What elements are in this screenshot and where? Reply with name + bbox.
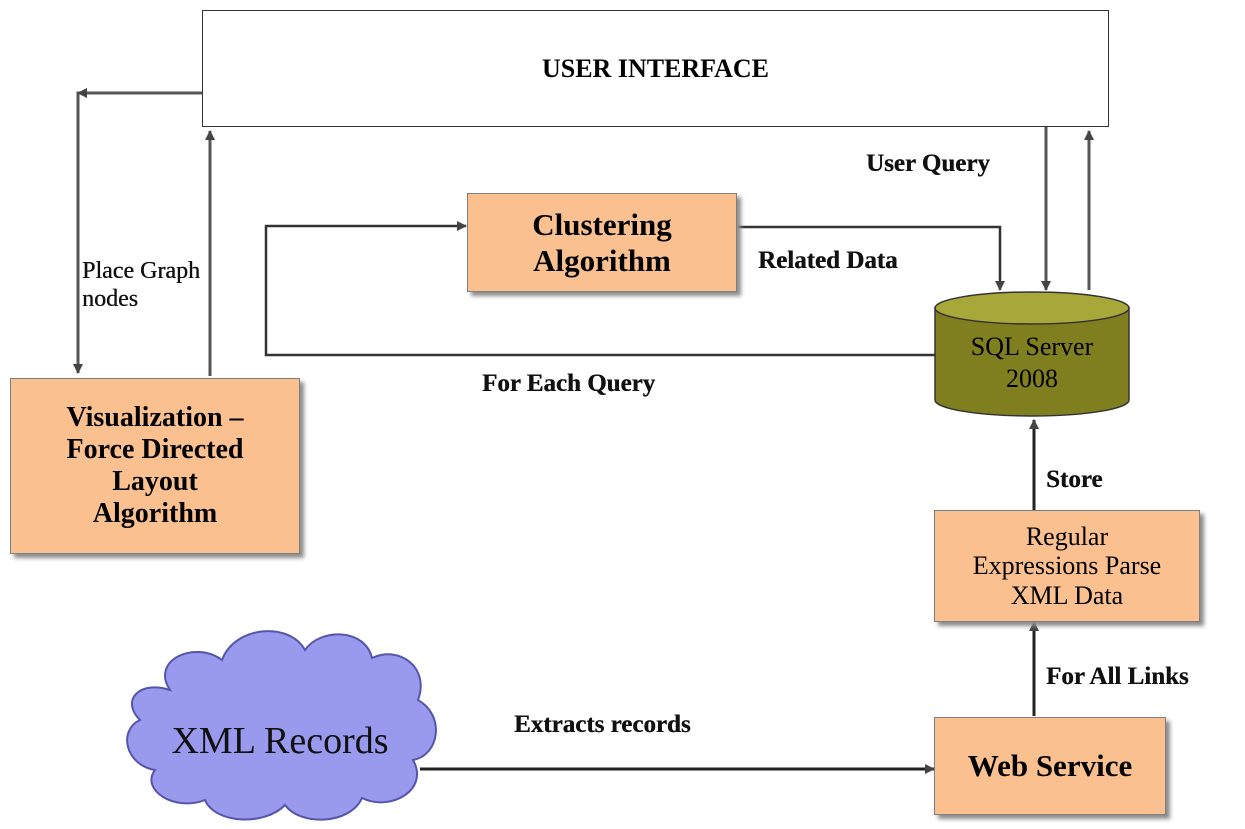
clustering-algorithm-box: Clustering Algorithm	[467, 193, 737, 292]
place-graph-line2: nodes	[82, 285, 138, 312]
user-query-edge-label: User Query	[866, 150, 990, 177]
xml-records-cloud	[126, 630, 437, 821]
sql-server-cylinder	[934, 291, 1130, 417]
regex-label-line3: XML Data	[1010, 580, 1124, 610]
web-service-box: Web Service	[934, 717, 1166, 815]
regex-label-line1: Regular	[1025, 522, 1109, 552]
for-all-links-edge-label: For All Links	[1046, 663, 1189, 690]
user-interface-label: USER INTERFACE	[541, 53, 770, 83]
visualization-label-line1: Visualization –	[66, 401, 244, 433]
sql-server-label-line1: SQL Server	[970, 331, 1094, 361]
xml-records-label: XML Records	[130, 712, 430, 772]
web-service-label: Web Service	[967, 748, 1133, 784]
regex-label-line2: Expressions Parse	[972, 551, 1162, 581]
sql-server-label-line2: 2008	[1005, 364, 1058, 393]
place-graph-connector	[73, 91, 202, 374]
related-data-edge-label: Related Data	[758, 247, 898, 274]
regular-expressions-box: Regular Expressions Parse XML Data	[934, 510, 1200, 622]
store-edge-label: Store	[1046, 466, 1103, 493]
visualization-label-line3: Layout	[112, 466, 198, 497]
for-each-query-connector	[264, 221, 935, 357]
user-interface-box: USER INTERFACE	[202, 10, 1109, 127]
visualization-label-line2: Force Directed	[66, 433, 244, 465]
for-each-query-edge-label: For Each Query	[482, 370, 656, 397]
visualization-label-line4: Algorithm	[92, 498, 218, 530]
visualization-box: Visualization – Force Directed Layout Al…	[10, 378, 300, 554]
xml-records-text: XML Records	[171, 720, 389, 763]
related-data-connector	[738, 225, 1005, 291]
place-graph-line1: Place Graph	[82, 258, 200, 284]
clustering-label-line2: Algorithm	[533, 242, 671, 278]
extracts-records-edge-label: Extracts records	[514, 711, 691, 738]
sql-server-label: SQL Server 2008	[935, 328, 1129, 398]
place-graph-nodes-edge-label: Place Graph nodes	[82, 258, 200, 313]
clustering-label-line1: Clustering	[532, 206, 672, 242]
